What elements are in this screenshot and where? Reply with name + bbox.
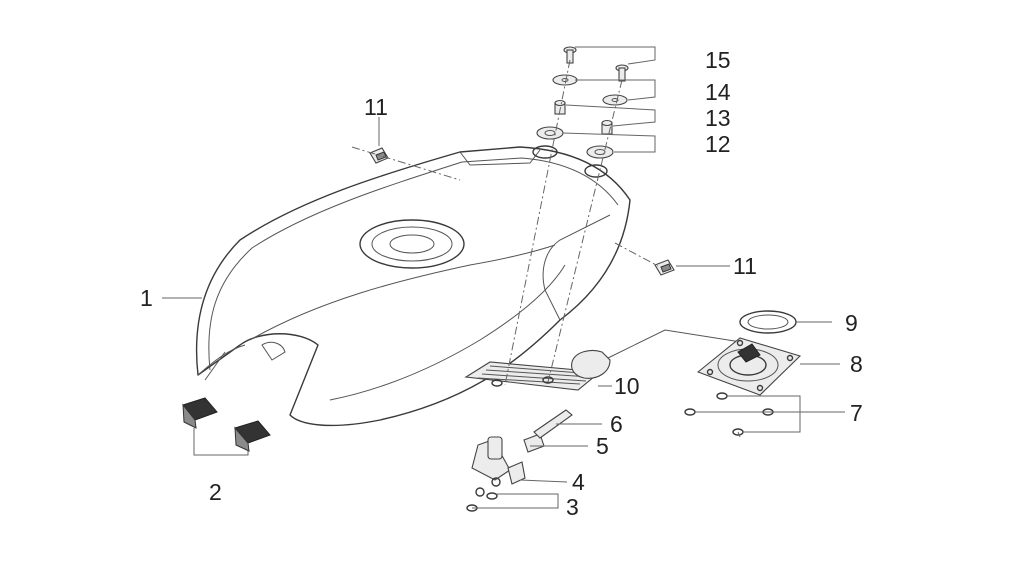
- callout-11-top: 11: [364, 94, 388, 120]
- callout-4: 4: [572, 469, 585, 495]
- fuel-pump-filter: [571, 329, 761, 379]
- callout-8: 8: [850, 351, 863, 377]
- rubber-pad-right: [234, 420, 271, 452]
- leader-lines: [162, 46, 845, 509]
- callout-9: 9: [845, 310, 858, 336]
- callout-7: 7: [850, 400, 863, 426]
- callout-1: 1: [140, 285, 153, 311]
- fuel-pump-flange: [696, 337, 802, 396]
- bolt-15-b: [615, 64, 629, 82]
- rubber-pad-left: [182, 397, 218, 429]
- bolt-15-a: [563, 46, 577, 64]
- callout-15: 15: [705, 47, 731, 73]
- fuel-hose: [533, 409, 573, 439]
- callout-6: 6: [610, 411, 623, 437]
- fuel-tank: [195, 145, 631, 427]
- callout-11-right: 11: [733, 253, 757, 279]
- callout-14: 14: [705, 79, 731, 105]
- callout-2: 2: [209, 479, 222, 505]
- callout-10: 10: [614, 373, 640, 399]
- fuel-cock: [471, 436, 526, 497]
- callout-12: 12: [705, 131, 731, 157]
- callout-13: 13: [705, 105, 731, 131]
- callout-5: 5: [596, 433, 609, 459]
- pump-gasket-ring: [739, 310, 797, 334]
- washer-14: [552, 74, 628, 106]
- clip-11-right: [654, 259, 675, 276]
- callout-3: 3: [566, 494, 579, 520]
- assembly-axis-lines: [351, 59, 659, 386]
- callout-labels: 15 14 13 12 11 11 1 9 8 10 7 6 5 4 2 3: [140, 47, 863, 520]
- flange-nuts-7: [684, 392, 774, 438]
- grommet-12: [536, 126, 614, 159]
